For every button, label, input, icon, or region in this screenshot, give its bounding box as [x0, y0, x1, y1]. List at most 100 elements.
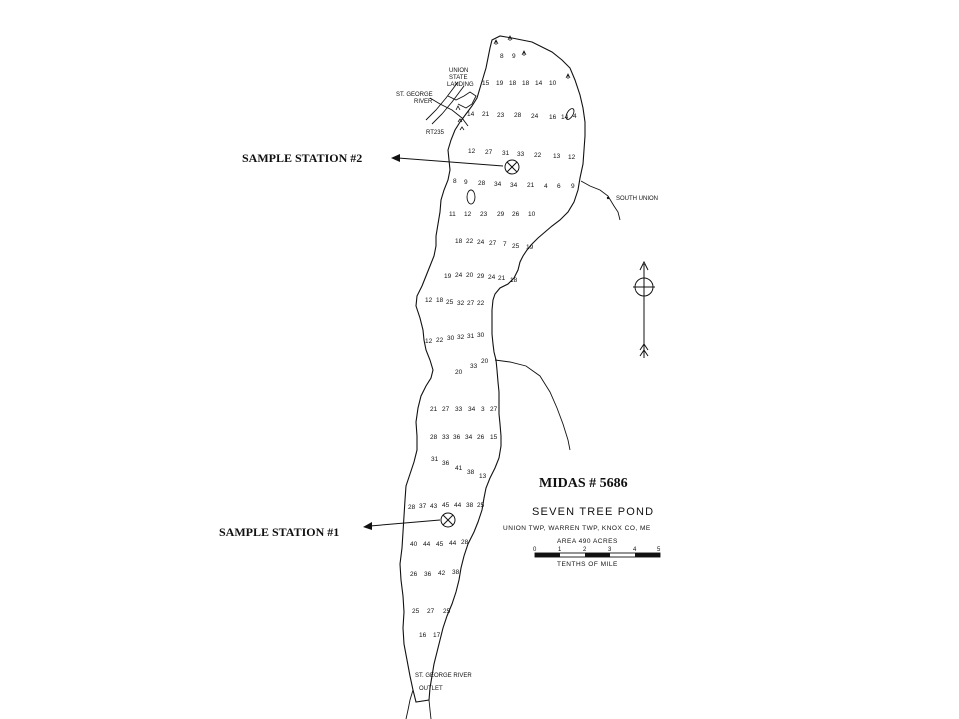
depth-label: 27	[485, 149, 493, 156]
depth-label: 23	[497, 112, 505, 119]
depth-label: 28	[408, 504, 416, 511]
scale-tick-4: 4	[633, 547, 637, 553]
depth-label: 38	[466, 502, 474, 509]
depth-label: 19	[444, 273, 452, 280]
area-line: AREA 490 ACRES	[557, 538, 618, 545]
scale-tick-3: 3	[608, 547, 612, 553]
depth-label: 22	[477, 300, 485, 307]
island	[466, 189, 476, 205]
river-label-2: RIVER	[414, 99, 433, 105]
depth-label: 20	[481, 358, 489, 365]
outlet-label-2: OUTLET	[419, 686, 443, 692]
depth-label: 44	[449, 540, 457, 547]
depth-label: 41	[455, 465, 463, 472]
depth-label: 29	[497, 211, 505, 218]
depth-label: 22	[466, 238, 474, 245]
depth-label: 33	[455, 406, 463, 413]
landing-label-1: UNION	[449, 68, 468, 74]
depth-label: 42	[438, 570, 446, 577]
depth-label: 4	[544, 183, 548, 190]
outlet-label-1: ST. GEORGE RIVER	[415, 673, 472, 679]
location-line: UNION TWP, WARREN TWP, KNOX CO, ME	[503, 525, 651, 532]
depth-label: 12	[425, 338, 433, 345]
depth-label: 34	[468, 406, 476, 413]
st-george-river-line	[429, 97, 469, 127]
south-union-dot	[606, 196, 610, 200]
depth-label: 28	[514, 112, 522, 119]
depth-label: 24	[488, 274, 496, 281]
depth-label: 17	[433, 632, 441, 639]
depth-label: 14	[561, 114, 569, 121]
depth-label: 30	[447, 335, 455, 342]
depth-label: 16	[549, 114, 557, 121]
depth-label: 33	[517, 151, 525, 158]
depth-label: 38	[452, 569, 460, 576]
depth-label: 21	[498, 275, 506, 282]
station-2-arrow	[397, 157, 504, 167]
depth-label: 13	[553, 153, 561, 160]
scale-tick-2: 2	[583, 547, 587, 553]
depth-label: 36	[453, 434, 461, 441]
marsh-symbols	[455, 35, 571, 131]
depth-label: 18	[522, 80, 530, 87]
depth-label: 25	[477, 502, 485, 509]
depth-label: 24	[531, 113, 539, 120]
pond-shoreline	[399, 35, 586, 703]
depth-label: 44	[423, 541, 431, 548]
depth-label: 8	[453, 178, 457, 185]
depth-label: 24	[455, 272, 463, 279]
depth-label: 15	[490, 434, 498, 441]
depth-label: 11	[449, 211, 456, 218]
depth-label: 7	[503, 241, 507, 248]
depth-label: 12	[425, 297, 433, 304]
depth-label: 28	[461, 539, 469, 546]
station-1-arrow	[369, 519, 441, 527]
depth-label: 33	[442, 434, 450, 441]
rt235-road-b	[431, 85, 465, 125]
depth-label: 8	[500, 53, 504, 60]
depth-label: 18	[436, 297, 444, 304]
east-stream	[494, 359, 571, 451]
depth-label: 43	[430, 503, 438, 510]
station-2-marker	[504, 159, 520, 175]
depth-label: 27	[467, 300, 475, 307]
depth-label: 40	[410, 541, 418, 548]
depth-label: 34	[494, 181, 502, 188]
depth-label: 13	[479, 473, 487, 480]
depth-label: 36	[424, 571, 432, 578]
depth-label: 22	[436, 337, 444, 344]
depth-label: 26	[410, 571, 418, 578]
depth-label: 12	[464, 211, 472, 218]
depth-label: 21	[430, 406, 438, 413]
depth-label: 18	[455, 238, 463, 245]
depth-label: 44	[454, 502, 462, 509]
depth-label: 29	[477, 273, 485, 280]
depth-label: 12	[468, 148, 476, 155]
depth-label: 36	[442, 460, 450, 467]
rt235-road-a	[425, 81, 459, 121]
pond-name: SEVEN TREE POND	[532, 506, 654, 518]
depth-label: 25	[512, 243, 520, 250]
depth-label: 45	[436, 541, 444, 548]
depth-label: 45	[442, 502, 450, 509]
depth-label: 4	[573, 113, 577, 120]
pond-feature	[565, 108, 575, 120]
outlet-stream-left	[405, 689, 414, 719]
depth-label: 31	[467, 333, 475, 340]
depth-label: 9	[464, 179, 468, 186]
depth-label: 12	[568, 154, 576, 161]
landing-label-2: STATE	[449, 75, 467, 81]
depth-label: 30	[477, 332, 485, 339]
landing-road	[447, 91, 477, 109]
depth-label: 37	[419, 503, 427, 510]
depth-label: 26	[512, 211, 520, 218]
depth-label: 32	[457, 300, 465, 307]
depth-label: 9	[512, 53, 516, 60]
depth-label: 20	[455, 369, 463, 376]
depth-label: 19	[496, 80, 504, 87]
station-2-label: SAMPLE STATION #2	[242, 151, 362, 165]
depth-label: 14	[535, 80, 543, 87]
south-union-stream	[580, 180, 621, 221]
south-union-label: SOUTH UNION	[616, 196, 658, 202]
